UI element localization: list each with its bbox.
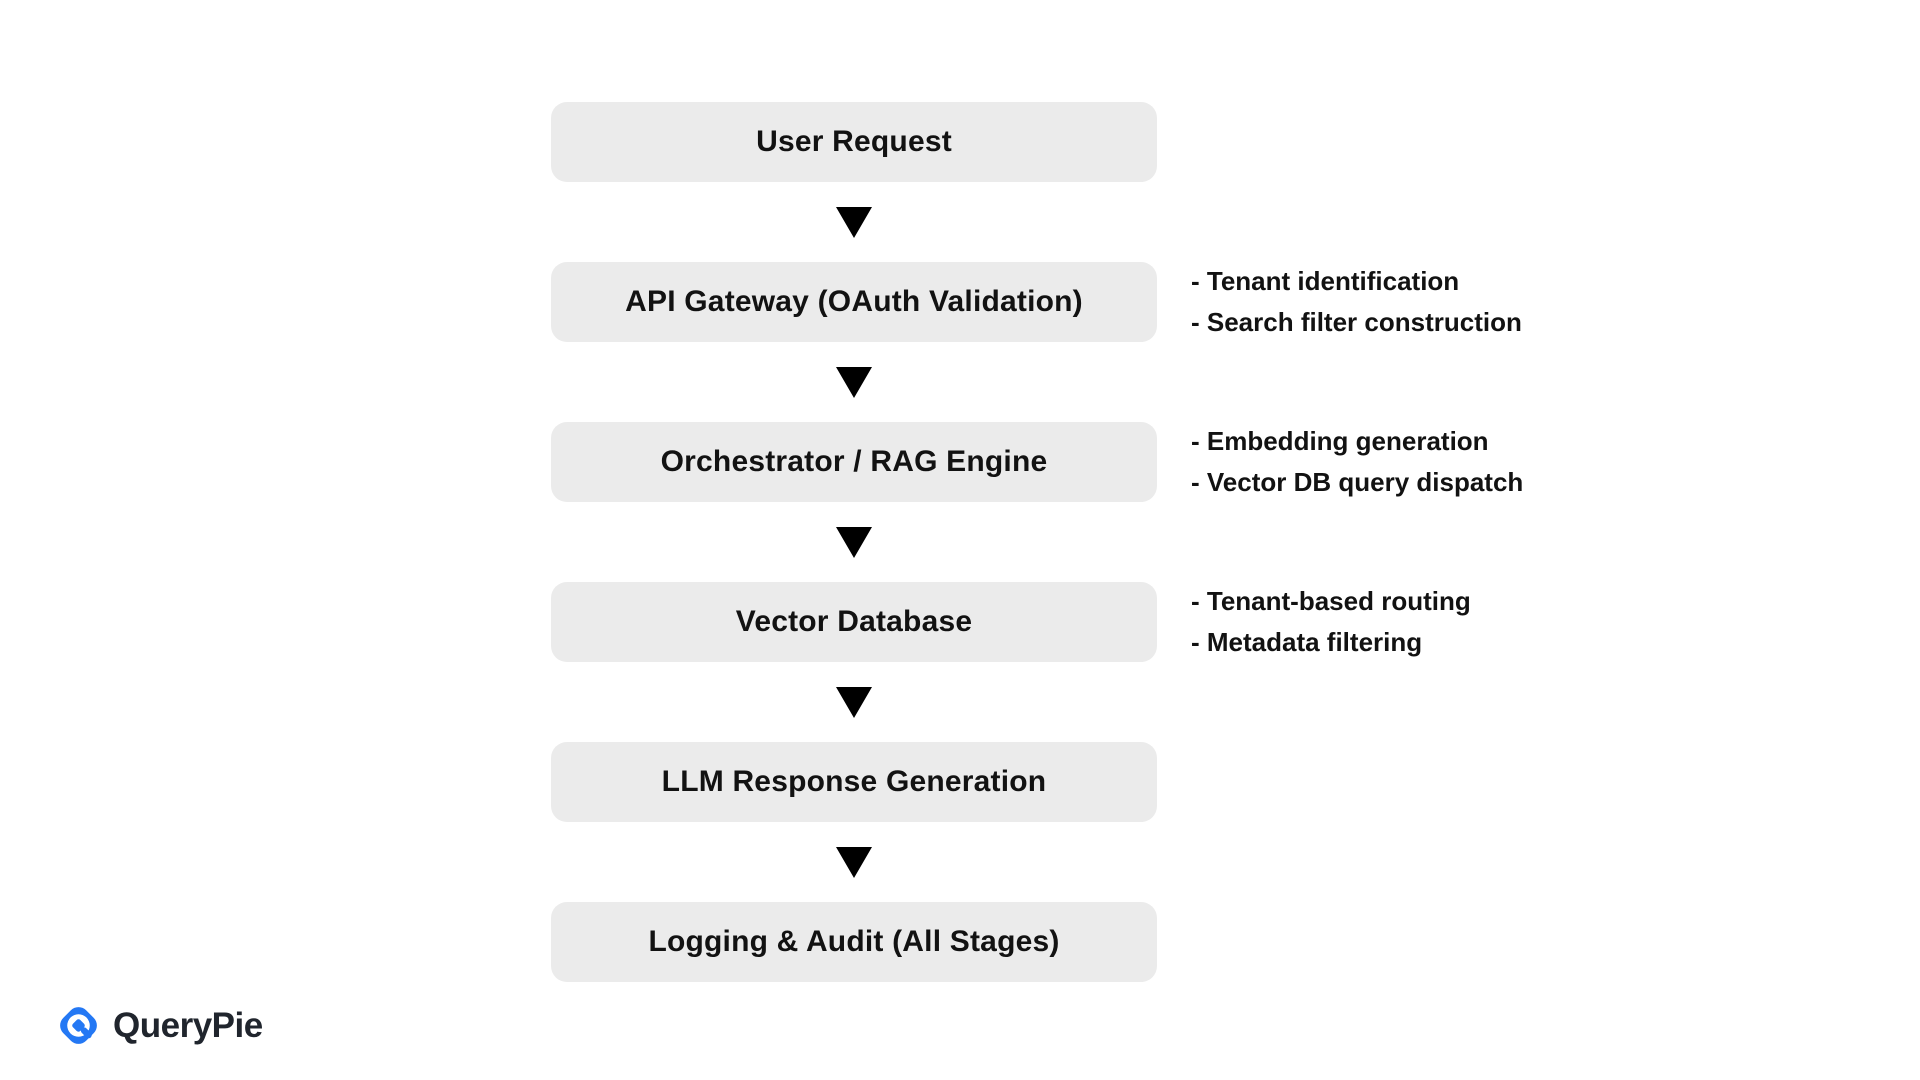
note-line: - Tenant identification (1191, 266, 1460, 296)
flow-step-user-request: User Request (551, 102, 1157, 182)
flow-step-llm-response: LLM Response Generation (551, 742, 1157, 822)
flow-box: API Gateway (OAuth Validation) (551, 262, 1157, 342)
arrow-down-icon (836, 526, 872, 558)
flow-box: Vector Database (551, 582, 1157, 662)
flow-connector (551, 502, 1157, 582)
arrow-down-icon (836, 686, 872, 718)
step-notes: - Tenant-based routing - Metadata filter… (1191, 581, 1471, 663)
flow-box: LLM Response Generation (551, 742, 1157, 822)
flow-connector (551, 822, 1157, 902)
step-notes: - Tenant identification - Search filter … (1191, 261, 1522, 343)
note-line: - Tenant-based routing (1191, 586, 1471, 616)
flow-step-vector-database: Vector Database - Tenant-based routing -… (551, 582, 1471, 662)
querypie-logo-icon (60, 1007, 97, 1044)
flow-step-logging-audit: Logging & Audit (All Stages) (551, 902, 1157, 982)
arrow-down-icon (836, 366, 872, 398)
note-line: - Search filter construction (1191, 307, 1522, 337)
arrow-down-icon (836, 206, 872, 238)
flow-connector (551, 662, 1157, 742)
note-line: - Embedding generation (1191, 426, 1489, 456)
querypie-logo-text: QueryPie (113, 1005, 263, 1045)
step-notes: - Embedding generation - Vector DB query… (1191, 421, 1523, 503)
flow-box: User Request (551, 102, 1157, 182)
flow-box: Orchestrator / RAG Engine (551, 422, 1157, 502)
querypie-logo: QueryPie (55, 1002, 263, 1049)
arrow-down-icon (836, 846, 872, 878)
flow-step-orchestrator: Orchestrator / RAG Engine - Embedding ge… (551, 422, 1523, 502)
flow-connector (551, 342, 1157, 422)
note-line: - Metadata filtering (1191, 627, 1423, 657)
flow-box: Logging & Audit (All Stages) (551, 902, 1157, 982)
flow-connector (551, 182, 1157, 262)
note-line: - Vector DB query dispatch (1191, 467, 1524, 497)
flow-step-api-gateway: API Gateway (OAuth Validation) - Tenant … (551, 262, 1522, 342)
pipeline-diagram: User Request API Gateway (OAuth Validati… (551, 102, 1523, 982)
